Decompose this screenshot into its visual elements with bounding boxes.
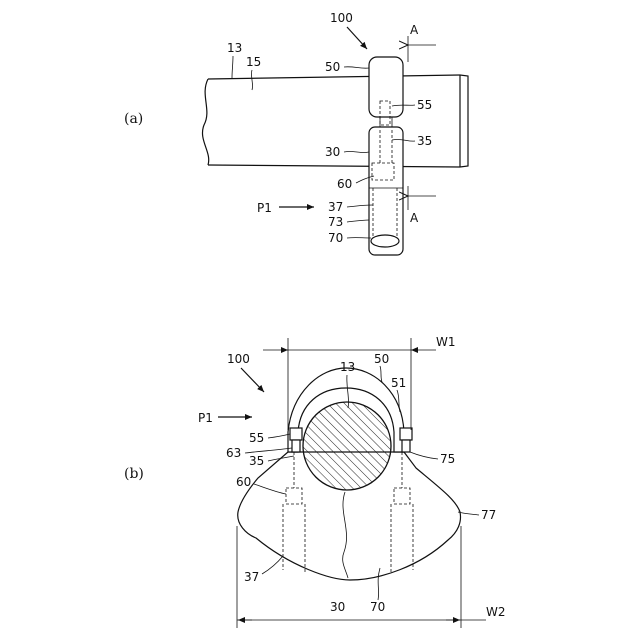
ref-50-b: 50 [374, 352, 389, 366]
ref-77-b: 77 [481, 508, 496, 522]
p1-arrow-label-a: P1 [257, 201, 272, 215]
ref-55-a: 55 [417, 98, 432, 112]
ref-100-b: 100 [227, 352, 250, 366]
p1-arrow-label-b: P1 [198, 411, 213, 425]
ref-63-b: 63 [226, 446, 241, 460]
section-a-bottom: A [410, 211, 419, 225]
part-50 [369, 57, 403, 117]
ref-13-a: 13 [227, 41, 242, 55]
ref-70-b: 70 [370, 600, 385, 614]
ref-30-b: 30 [330, 600, 345, 614]
ref-60-a: 60 [337, 177, 352, 191]
ref-73-a: 73 [328, 215, 343, 229]
ref-30-a: 30 [325, 145, 340, 159]
part-70-opening [371, 235, 399, 247]
ref-50-a: 50 [325, 60, 340, 74]
ref-100-a: 100 [330, 11, 353, 25]
ref-15-a: 15 [246, 55, 261, 69]
ref-13-b: 13 [340, 360, 355, 374]
panel-label-a: (a) [124, 111, 143, 127]
ref-51-b: 51 [391, 376, 406, 390]
ref-55-b: 55 [249, 431, 264, 445]
view-b: (b) W1 W2 [124, 335, 506, 628]
panel-label-b: (b) [124, 466, 144, 482]
ref-37-b: 37 [244, 570, 259, 584]
rod-13-section [303, 402, 391, 490]
dim-w2: W2 [486, 605, 506, 619]
ref-35-a: 35 [417, 134, 432, 148]
section-a-top: A [410, 23, 419, 37]
ref-60-b: 60 [236, 475, 251, 489]
ref-70-a: 70 [328, 231, 343, 245]
part-55-left [290, 428, 302, 440]
ref-37-a: 37 [328, 200, 343, 214]
ref-75-b: 75 [440, 452, 455, 466]
view-a: (a) 100 A [124, 11, 468, 255]
ref-35-b: 35 [249, 454, 264, 468]
dim-w1: W1 [436, 335, 456, 349]
part-55-right [400, 428, 412, 440]
